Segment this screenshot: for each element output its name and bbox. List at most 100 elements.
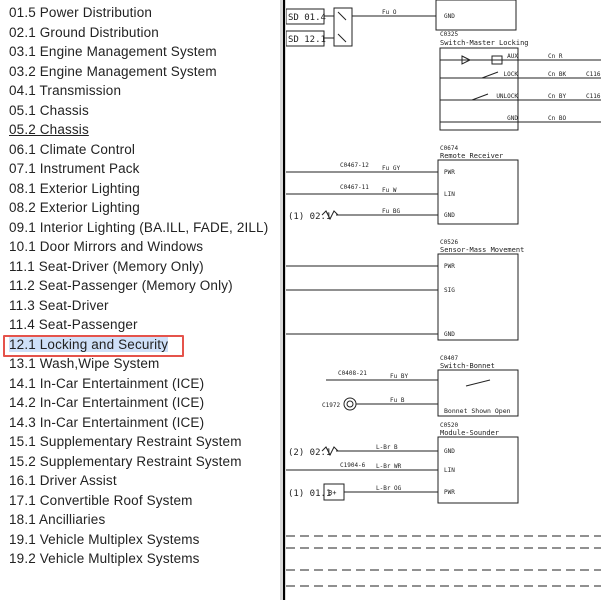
diagram-label: GND <box>444 13 455 20</box>
chapter-item[interactable]: 06.1 Climate Control <box>9 141 135 159</box>
diagram-label: B+ <box>328 489 336 497</box>
chapter-item-label: 13.1 Wash,Wipe System <box>9 356 160 371</box>
chapter-item[interactable]: 11.2 Seat-Passenger (Memory Only) <box>9 277 233 295</box>
diagram-stroke <box>333 7 353 47</box>
chapter-item-label: 11.3 Seat-Driver <box>9 297 109 313</box>
diagram-label: Cn BY <box>548 93 566 100</box>
top-module-box <box>435 0 517 31</box>
master-locking-box <box>439 47 519 131</box>
chapter-item-label: 08.1 Exterior Lighting <box>9 180 140 196</box>
diagram-label: LIN <box>444 467 455 474</box>
chapter-item-label: 11.4 Seat-Passenger <box>9 317 138 332</box>
chapter-item[interactable]: 19.2 Vehicle Multiplex Systems <box>9 550 200 568</box>
chapter-item[interactable]: 08.1 Exterior Lighting <box>9 180 140 198</box>
diagram-label: GND <box>444 448 455 455</box>
chapter-item[interactable]: 18.1 Ancilliaries <box>9 511 105 529</box>
diagram-stroke <box>286 0 601 587</box>
chapter-item[interactable]: 04.1 Transmission <box>9 82 121 100</box>
chapter-item[interactable]: 03.1 Engine Management System <box>9 43 217 61</box>
diagram-label: Fu O <box>382 9 397 16</box>
diagram-stroke <box>481 71 499 79</box>
diagram-label: PWR <box>444 169 455 176</box>
chapter-item[interactable]: 13.1 Wash,Wipe System <box>9 355 159 373</box>
chapter-item-label: 01.5 Power Distribution <box>9 5 153 20</box>
chapter-item[interactable]: 10.1 Door Mirrors and Windows <box>9 238 203 256</box>
diagram-label: C0520 <box>440 422 458 429</box>
diagram-label: Switch-Master Locking <box>440 39 529 47</box>
chapter-item-label: 07.1 Instrument Pack <box>9 161 140 176</box>
chapter-item[interactable]: 05.2 Chassis <box>9 121 89 139</box>
diagram-stroke <box>337 11 347 43</box>
chapter-item[interactable]: 15.1 Supplementary Restraint System <box>9 433 242 451</box>
chapter-item[interactable]: 17.1 Convertible Roof System <box>9 492 193 510</box>
chapter-item-label: 08.2 Exterior Lighting <box>9 200 140 215</box>
chapter-item-label: 10.1 Door Mirrors and Windows <box>9 239 204 254</box>
chapter-item-label: 14.3 In-Car Entertainment (ICE) <box>9 414 205 430</box>
chapter-item[interactable]: 11.1 Seat-Driver (Memory Only) <box>9 258 204 276</box>
chapter-item-label: 11.2 Seat-Passenger (Memory Only) <box>9 278 233 293</box>
diagram-label: L-Br OG <box>376 485 402 492</box>
chapter-item-label: 11.1 Seat-Driver (Memory Only) <box>9 258 204 274</box>
mass-movement-box <box>437 253 519 341</box>
chapter-item[interactable]: 07.1 Instrument Pack <box>9 160 140 178</box>
diagram-label: Remote Receiver <box>440 152 503 160</box>
diagram-stroke <box>321 446 339 457</box>
diagram-label: Fu BY <box>390 373 408 380</box>
diagram-label: Cn BK <box>548 71 566 78</box>
diagram-label: Cn R <box>548 53 563 60</box>
chapter-item-label: 14.2 In-Car Entertainment (ICE) <box>9 395 205 410</box>
chapter-item-label: 04.1 Transmission <box>9 83 122 98</box>
diagram-label: C0467-12 <box>340 162 369 169</box>
ref-label-receiver: (1) 02.1 <box>288 212 331 222</box>
chapter-item[interactable]: 09.1 Interior Lighting (BA.ILL, FADE, 2I… <box>9 219 268 237</box>
diagram-label: SIG <box>444 287 455 294</box>
diagram-label: Fu GY <box>382 165 400 172</box>
chapter-item[interactable]: 12.1 Locking and Security <box>9 336 169 354</box>
diagram-stroke <box>343 397 357 411</box>
remote-receiver-box <box>437 159 519 225</box>
chapter-item[interactable]: 03.2 Engine Management System <box>9 63 217 81</box>
diagram-label: LOCK <box>504 71 519 78</box>
diagram-stroke <box>471 93 489 101</box>
diagram-stroke <box>465 379 491 387</box>
diagram-label: C0467-11 <box>340 184 369 191</box>
chapter-item[interactable]: 11.3 Seat-Driver <box>9 297 109 315</box>
wiring-diagram[interactable]: SD 01.4 SD 12.1 Fu O GND C0325 Switch-Ma… <box>286 0 601 600</box>
chapter-item-label: 17.1 Convertible Roof System <box>9 492 193 508</box>
ref-label-sounder-3: (1) 01.1 <box>288 489 331 499</box>
diagram-label: LIN <box>444 191 455 198</box>
diagram-label: GND <box>507 115 518 122</box>
chapter-item-label: 05.1 Chassis <box>9 102 89 118</box>
diagram-stroke <box>286 535 601 587</box>
bonnet-switch-box <box>437 369 519 417</box>
diagram-stroke <box>461 55 472 65</box>
chapter-item[interactable]: 14.1 In-Car Entertainment (ICE) <box>9 375 204 393</box>
chapter-item-label: 06.1 Climate Control <box>9 141 136 157</box>
diagram-stroke <box>346 400 354 408</box>
chapter-item[interactable]: 14.2 In-Car Entertainment (ICE) <box>9 394 204 412</box>
diagram-label: Fu BG <box>382 208 400 215</box>
chapter-item-label: 16.1 Driver Assist <box>9 473 117 488</box>
diagram-label: Bonnet Shown Open <box>444 407 511 415</box>
chapter-item-label: 03.1 Engine Management System <box>9 44 217 59</box>
chapter-item[interactable]: 08.2 Exterior Lighting <box>9 199 140 217</box>
chapter-item[interactable]: 11.4 Seat-Passenger <box>9 316 138 334</box>
diagram-label: C1904-6 <box>340 462 366 469</box>
chapter-item-label: 09.1 Interior Lighting (BA.ILL, FADE, 2I… <box>9 219 269 235</box>
chapter-item-label: 18.1 Ancilliaries <box>9 512 106 527</box>
chapter-item[interactable]: 16.1 Driver Assist <box>9 472 117 490</box>
chapter-item[interactable]: 02.1 Ground Distribution <box>9 24 159 42</box>
chapter-item[interactable]: 19.1 Vehicle Multiplex Systems <box>9 531 200 549</box>
chapter-item[interactable]: 15.2 Supplementary Restraint System <box>9 453 242 471</box>
chapter-item[interactable]: 14.3 In-Car Entertainment (ICE) <box>9 414 204 432</box>
diagram-label: Switch-Bonnet <box>440 362 495 370</box>
chapter-item-label: 19.2 Vehicle Multiplex Systems <box>9 551 200 566</box>
chapter-item-label: 14.1 In-Car Entertainment (ICE) <box>9 375 205 391</box>
chapter-item[interactable]: 01.5 Power Distribution <box>9 4 152 22</box>
diagram-label: C0407 <box>440 355 458 362</box>
chapter-item-label: 15.2 Supplementary Restraint System <box>9 453 242 469</box>
divider-line <box>283 0 285 600</box>
chapter-item[interactable]: 05.1 Chassis <box>9 102 89 120</box>
diagram-canvas: SD 01.4 SD 12.1 Fu O GND C0325 Switch-Ma… <box>286 0 601 587</box>
diagram-label: Module-Sounder <box>440 429 499 437</box>
